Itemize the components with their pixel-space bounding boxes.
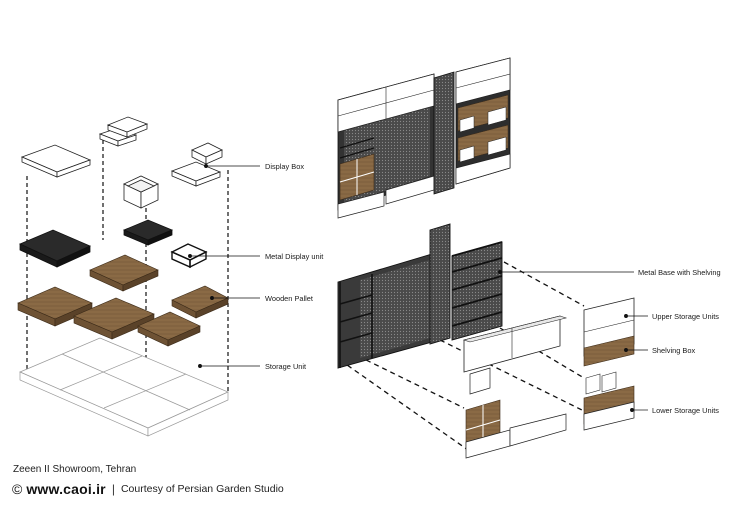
right-leaders	[498, 270, 648, 412]
copyright-symbol: ©	[12, 481, 23, 497]
label-metal-display-unit: Metal Display unit	[265, 252, 323, 261]
left-exploded-stack	[17, 116, 260, 437]
left-leaders	[188, 164, 260, 368]
metal-display-unit-group	[19, 219, 208, 269]
wooden-pallet-group	[17, 254, 229, 347]
label-storage-unit: Storage Unit	[265, 362, 306, 371]
exploded-wall-unit	[337, 223, 648, 459]
label-shelving-box: Shelving Box	[652, 346, 695, 355]
credit-line: © www.caoi.ir | Courtesy of Persian Gard…	[12, 480, 284, 498]
courtesy-text: Courtesy of Persian Garden Studio	[120, 483, 284, 495]
assembled-wall-unit	[337, 57, 511, 219]
label-lower-storage: Lower Storage Units	[652, 406, 719, 415]
label-upper-storage: Upper Storage Units	[652, 312, 719, 321]
website-link[interactable]: www.caoi.ir	[26, 481, 106, 497]
label-metal-base: Metal Base with Shelving	[638, 268, 721, 277]
display-box-group	[20, 116, 223, 209]
label-display-box: Display Box	[265, 162, 304, 171]
right-dashed-guides	[339, 261, 585, 451]
image-caption: Zeeen II Showroom, Tehran	[13, 464, 137, 475]
storage-unit-group	[19, 337, 229, 437]
credit-separator: |	[111, 482, 115, 496]
label-wooden-pallet: Wooden Pallet	[265, 294, 313, 303]
